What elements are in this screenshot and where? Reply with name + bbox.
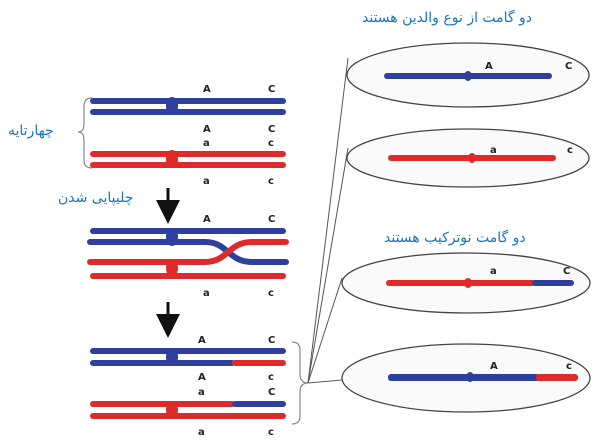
allele-label: C bbox=[268, 124, 275, 135]
allele-label: a bbox=[203, 288, 210, 299]
chromatid-red-2 bbox=[90, 162, 286, 168]
centromere bbox=[166, 228, 178, 246]
gamete-chromosome-blue-segment bbox=[532, 280, 574, 286]
allele-label: A bbox=[203, 124, 211, 135]
result-group: A C A c a C a c bbox=[90, 335, 286, 438]
connector-lines bbox=[307, 57, 349, 384]
allele-label: A bbox=[203, 214, 211, 225]
parental-gametes-label: دو گامت از نوع والدین هستند bbox=[362, 10, 533, 26]
allele-label: a bbox=[490, 145, 497, 156]
crossing-over-group: A C a c bbox=[87, 214, 289, 299]
recombinant-gametes-label: دو گامت نوترکیب هستند bbox=[384, 230, 526, 246]
chromatid-blue-2 bbox=[90, 109, 286, 115]
centromere bbox=[166, 259, 178, 277]
chromatid-blue-2 bbox=[90, 360, 235, 366]
allele-label: c bbox=[268, 427, 274, 438]
allele-label: C bbox=[565, 61, 572, 72]
allele-label: c bbox=[566, 361, 572, 372]
centromere bbox=[464, 71, 472, 81]
allele-label: a bbox=[490, 266, 497, 277]
allele-label: A bbox=[198, 335, 206, 346]
gamete-chromosome-blue bbox=[388, 374, 540, 381]
allele-label: C bbox=[268, 84, 275, 95]
allele-label: A bbox=[203, 84, 211, 95]
centromere bbox=[468, 153, 476, 163]
allele-label: a bbox=[203, 176, 210, 187]
gamete-chromosome-red bbox=[386, 280, 536, 286]
tetrad-label: چهارتایه bbox=[8, 123, 54, 139]
allele-label: c bbox=[268, 138, 274, 149]
centromere bbox=[464, 278, 472, 288]
chromatid-red-segment bbox=[232, 360, 286, 366]
gamete-recombinant-2: A c bbox=[341, 343, 591, 413]
centromere bbox=[166, 97, 178, 115]
gamete-recombinant-1: a C bbox=[341, 252, 591, 314]
allele-label: C bbox=[268, 387, 275, 398]
tetrad-bracket bbox=[77, 97, 93, 169]
allele-label: c bbox=[268, 176, 274, 187]
result-bracket bbox=[291, 341, 309, 425]
allele-label: a bbox=[198, 427, 205, 438]
chromatid-red-crossing bbox=[87, 239, 289, 265]
allele-label: c bbox=[567, 145, 573, 156]
centromere bbox=[166, 150, 178, 168]
chromatid-red-1 bbox=[90, 151, 286, 157]
allele-label: A bbox=[490, 361, 498, 372]
chromatid-red-1 bbox=[90, 401, 235, 407]
chromatid-blue-1 bbox=[90, 98, 286, 104]
allele-label: a bbox=[203, 138, 210, 149]
chromatid-blue-segment bbox=[232, 401, 286, 407]
allele-label: c bbox=[268, 288, 274, 299]
allele-label: A bbox=[485, 61, 493, 72]
tetrad-group: A C A C a c a c bbox=[90, 84, 286, 187]
allele-label: c bbox=[268, 372, 274, 383]
centromere bbox=[166, 401, 178, 419]
centromere bbox=[166, 348, 178, 366]
allele-label: a bbox=[198, 387, 205, 398]
crossing-over-label: چلیپایی شدن bbox=[58, 190, 134, 206]
gamete-chromosome-red-segment bbox=[536, 374, 578, 381]
chromatid-red-2 bbox=[90, 273, 286, 279]
allele-label: C bbox=[268, 214, 275, 225]
allele-label: C bbox=[563, 266, 570, 277]
chromatid-blue-1 bbox=[90, 348, 286, 354]
chromatid-blue-1 bbox=[90, 228, 286, 234]
gamete-parental-2: a c bbox=[346, 128, 590, 188]
allele-label: C bbox=[268, 335, 275, 346]
allele-label: A bbox=[198, 372, 206, 383]
gamete-parental-1: A C bbox=[346, 42, 590, 108]
chromatid-red-2 bbox=[90, 413, 286, 419]
centromere bbox=[466, 372, 474, 382]
